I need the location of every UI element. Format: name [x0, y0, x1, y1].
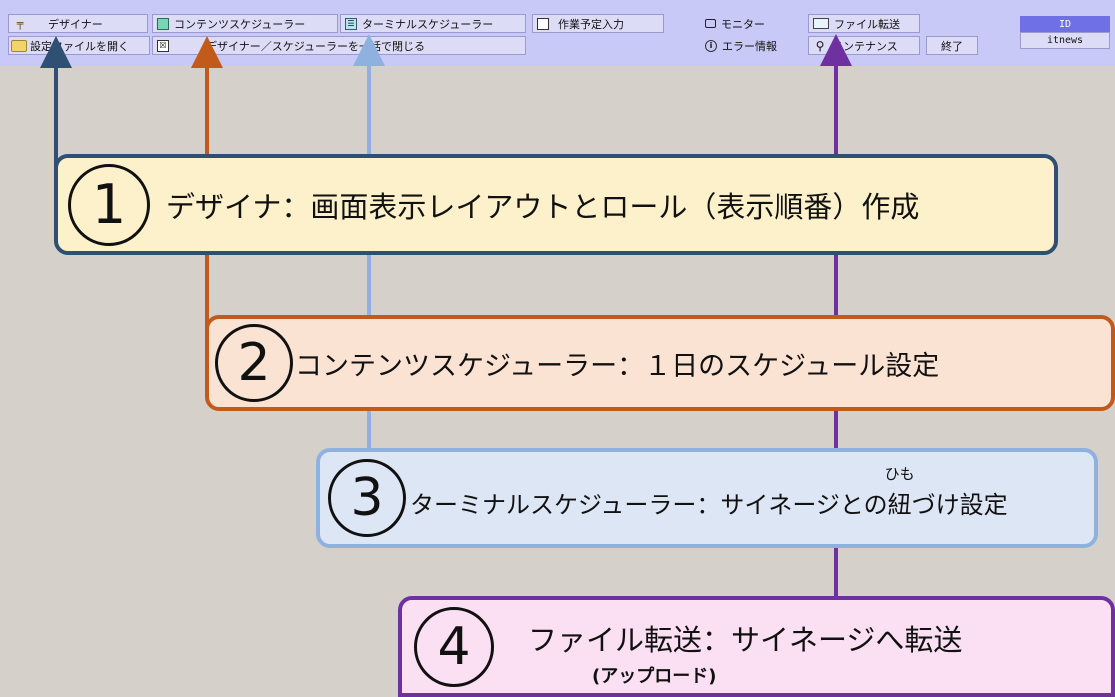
terminal-scheduler-icon: ☰ — [345, 17, 357, 30]
file-transfer-button[interactable]: ファイル転送 — [808, 14, 920, 33]
work-schedule-input-button[interactable]: 作業予定入力 — [532, 14, 664, 33]
file-transfer-label: ファイル転送 — [834, 17, 900, 31]
id-header: ID — [1020, 16, 1110, 32]
callout-content-scheduler: 2 コンテンツスケジューラー：１日のスケジュール設定 — [205, 315, 1115, 411]
monitor-label: モニター — [721, 17, 765, 31]
monitor-button[interactable]: モニター — [700, 14, 800, 33]
info-icon: i — [705, 39, 717, 52]
error-info-label: エラー情報 — [722, 39, 777, 53]
monitor-icon — [705, 19, 716, 28]
toolbar: ╤ デザイナー コンテンツスケジューラー ☰ ターミナルスケジューラー 作業予定… — [0, 0, 1115, 66]
close-all-button[interactable]: ☒ デザイナー／スケジューラーを一括で閉じる — [152, 36, 526, 55]
callout-file-transfer: 4 ファイル転送：サイネージへ転送 (アップロード) — [398, 596, 1115, 697]
exit-button[interactable]: 終了 — [926, 36, 978, 55]
callout-designer: 1 デザイナ：画面表示レイアウトとロール（表示順番）作成 — [54, 154, 1058, 255]
designer-button[interactable]: ╤ デザイナー — [8, 14, 148, 33]
callout-terminal-scheduler-text-before: ターミナルスケジューラー：サイネージとの — [410, 490, 888, 519]
content-scheduler-button[interactable]: コンテンツスケジューラー — [152, 14, 338, 33]
callout-terminal-scheduler-text-after: づけ設定 — [911, 490, 1008, 519]
maintenance-label: メンテナンス — [832, 39, 898, 53]
callout-terminal-scheduler-text: ターミナルスケジューラー：サイネージとのひも紐づけ設定 — [410, 465, 1008, 520]
terminal-scheduler-label: ターミナルスケジューラー — [362, 17, 494, 31]
callout-terminal-scheduler: 3 ターミナルスケジューラー：サイネージとのひも紐づけ設定 — [316, 448, 1098, 548]
maintenance-button[interactable]: ⚲ メンテナンス — [808, 36, 920, 55]
callout-file-transfer-note: (アップロード) — [592, 666, 717, 687]
step-number-3: 3 — [328, 459, 406, 537]
content-scheduler-icon — [157, 17, 169, 30]
callout-designer-text: デザイナ：画面表示レイアウトとロール（表示順番）作成 — [166, 189, 920, 224]
step-number-4: 4 — [414, 606, 494, 687]
open-settings-file-label: 設定ファイルを開く — [30, 39, 129, 53]
content-scheduler-label: コンテンツスケジューラー — [174, 17, 306, 31]
ruby-himo: ひも紐 — [885, 465, 915, 520]
step-number-2: 2 — [215, 324, 293, 402]
folder-icon — [11, 39, 27, 52]
step-number-1: 1 — [68, 163, 150, 246]
exit-label: 終了 — [941, 39, 963, 53]
ruby-himo-reading: ひも — [884, 464, 915, 483]
document-icon — [537, 17, 549, 30]
ruby-himo-base: 紐 — [887, 490, 912, 519]
close-all-label: デザイナー／スケジューラーを一括で閉じる — [206, 39, 426, 53]
hammer-icon: ╤ — [16, 17, 24, 30]
error-info-button[interactable]: i エラー情報 — [700, 36, 804, 55]
terminal-scheduler-button[interactable]: ☰ ターミナルスケジューラー — [340, 14, 526, 33]
open-settings-file-button[interactable]: 設定ファイルを開く — [8, 36, 150, 55]
wrench-icon: ⚲ — [815, 38, 825, 53]
user-name: itnews — [1020, 32, 1110, 49]
callout-file-transfer-text: ファイル転送：サイネージへ転送 — [528, 622, 963, 657]
callout-content-scheduler-text: コンテンツスケジューラー：１日のスケジュール設定 — [295, 350, 940, 382]
designer-label: デザイナー — [48, 17, 103, 31]
file-transfer-icon — [813, 18, 829, 29]
close-window-icon: ☒ — [157, 39, 169, 52]
work-schedule-input-label: 作業予定入力 — [558, 17, 624, 31]
